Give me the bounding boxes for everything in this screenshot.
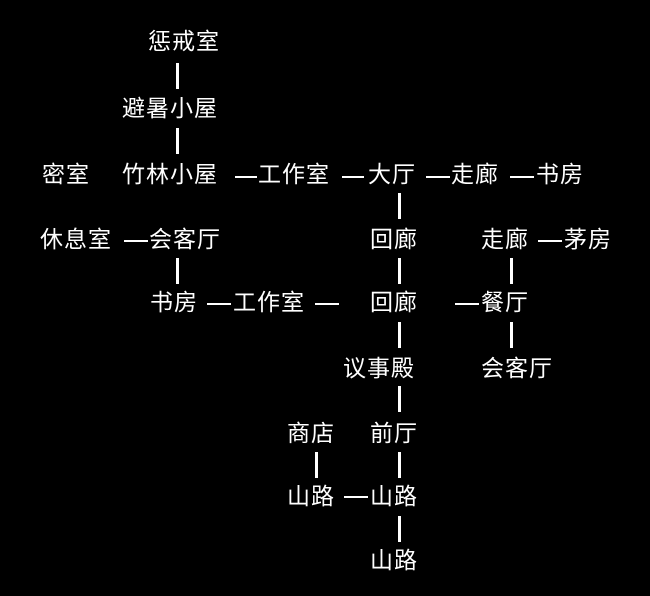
room-rest-room: 休息室 [40, 227, 112, 253]
link-cloister-council [398, 322, 401, 348]
link-dining-reception [510, 322, 513, 348]
room-front-hall: 前厅 [370, 421, 418, 447]
room-punishment-room: 惩戒室 [148, 29, 220, 55]
room-corridor-right: 走廊 [481, 227, 529, 253]
link-reception-study [176, 258, 179, 284]
room-reception-right: 会客厅 [481, 356, 553, 382]
room-council-hall: 议事殿 [343, 356, 415, 382]
room-workshop-top: 工作室 [258, 162, 330, 188]
link-hall-corridor [426, 176, 450, 178]
room-reception-left: 会客厅 [149, 227, 221, 253]
room-main-hall: 大厅 [368, 162, 416, 188]
room-study-mid: 书房 [150, 290, 198, 316]
link-corridor-study [510, 176, 534, 178]
link-workshop-hall [342, 176, 364, 178]
room-dining-hall: 餐厅 [481, 290, 529, 316]
link-corridor-dining [510, 258, 513, 284]
link-rest-reception [124, 240, 148, 242]
link-to-dining [455, 303, 479, 305]
link-road-road [344, 496, 368, 498]
link-road-road-down [398, 516, 401, 542]
link-summer-bamboo [176, 128, 179, 154]
room-corridor-top: 走廊 [451, 162, 499, 188]
link-study-workshop [207, 303, 231, 305]
room-mountain-road-3: 山路 [370, 548, 418, 574]
room-thatched-room: 茅房 [564, 227, 612, 253]
link-hall-cloister [398, 193, 401, 219]
room-study-top: 书房 [536, 162, 584, 188]
room-bamboo-hut: 竹林小屋 [122, 162, 218, 188]
link-council-front [398, 386, 401, 412]
link-front-road [398, 452, 401, 478]
room-cloister-1: 回廊 [370, 227, 418, 253]
link-shop-road [315, 452, 318, 478]
link-cloister-cloister [398, 258, 401, 284]
room-secret-room: 密室 [42, 162, 90, 188]
link-punishment-summer [176, 63, 179, 89]
room-summer-hut: 避暑小屋 [122, 96, 218, 122]
room-shop: 商店 [287, 421, 335, 447]
room-cloister-2: 回廊 [370, 290, 418, 316]
link-bamboo-workshop [235, 176, 257, 178]
room-mountain-road-2: 山路 [370, 484, 418, 510]
link-workshop-dangling [315, 303, 339, 305]
link-corridor-thatched [538, 240, 562, 242]
room-mountain-road-1: 山路 [287, 484, 335, 510]
room-workshop-mid: 工作室 [233, 290, 305, 316]
